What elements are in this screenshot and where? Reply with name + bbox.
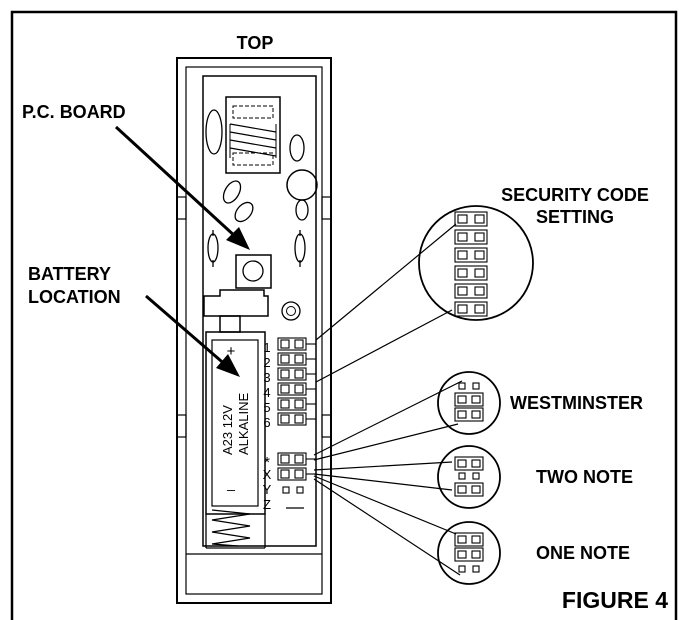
- jumper-block: 1 2 3 4 5 6 * X Y Z: [263, 337, 316, 512]
- battery: [211, 339, 259, 507]
- jumper-label-3: 3: [263, 370, 270, 385]
- outer-frame: [10, 10, 678, 620]
- pc-board: [202, 75, 318, 547]
- security-code-label-line1: SECURITY CODE: [501, 185, 649, 205]
- pc-board-arrow: [114, 125, 250, 250]
- ic-chip: [235, 254, 272, 289]
- westminster-label: WESTMINSTER: [510, 393, 643, 413]
- battery-label-line2: LOCATION: [28, 287, 121, 307]
- jumper-label-x: X: [263, 467, 272, 482]
- screw-hole: [281, 301, 301, 321]
- jumper-label-1: 1: [263, 340, 270, 355]
- one-note-magnifier: [437, 521, 501, 585]
- two-note-label: TWO NOTE: [536, 467, 633, 487]
- jumper-label-star: *: [264, 454, 270, 471]
- figure-label: FIGURE 4: [562, 587, 668, 613]
- callout-lines: [313, 223, 463, 576]
- security-code-magnifier: [418, 205, 534, 321]
- battery-plus-sign: +: [227, 343, 236, 360]
- battery-location-arrow: [145, 294, 240, 377]
- battery-spring: [211, 509, 251, 547]
- top-label: TOP: [237, 33, 274, 53]
- westminster-magnifier: [437, 371, 501, 435]
- jumper-label-2: 2: [263, 355, 270, 370]
- battery-label-line1: BATTERY: [28, 264, 111, 284]
- jumper-label-5: 5: [263, 400, 270, 415]
- coil: [225, 96, 281, 174]
- battery-holder: + A23 12V ALKALINE _: [203, 289, 269, 549]
- pc-board-label: P.C. BOARD: [22, 102, 126, 122]
- battery-type-text: A23 12V: [220, 405, 235, 455]
- battery-minus-sign: _: [226, 475, 235, 491]
- jumper-label-6: 6: [263, 415, 270, 430]
- two-note-magnifier: [437, 445, 501, 509]
- chime-housing: [176, 57, 332, 604]
- jumper-label-z: Z: [263, 497, 271, 512]
- security-code-label-line2: SETTING: [536, 207, 614, 227]
- jumper-label-y: Y: [263, 482, 272, 497]
- battery-alkaline-text: ALKALINE: [236, 393, 251, 455]
- jumper-label-4: 4: [263, 385, 270, 400]
- one-note-label: ONE NOTE: [536, 543, 630, 563]
